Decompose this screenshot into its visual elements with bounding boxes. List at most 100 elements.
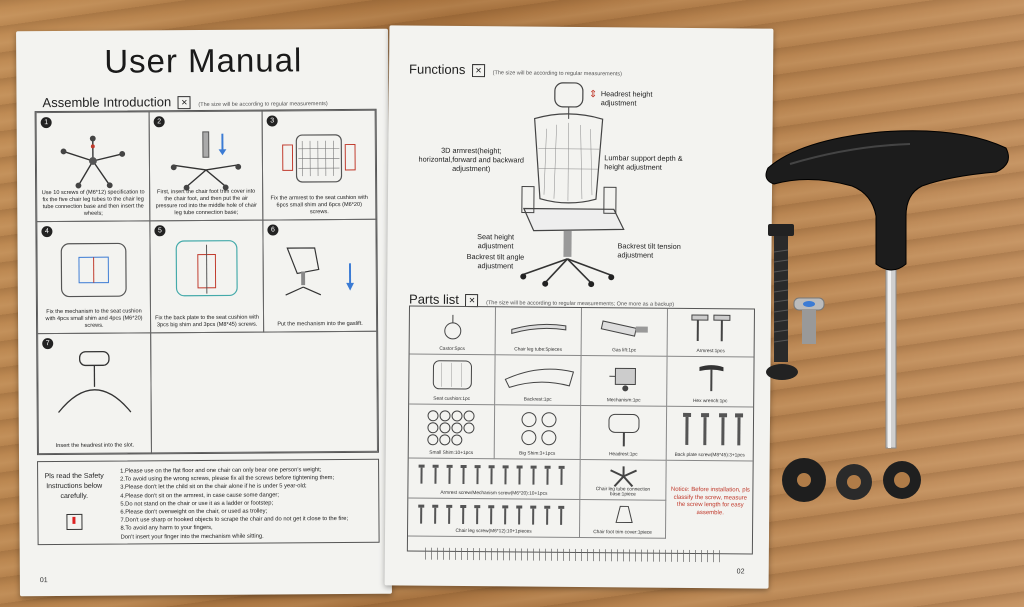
long-bolt	[766, 224, 798, 380]
lumbar-label: Lumbar support depth & height adjustment	[604, 153, 683, 172]
part-label: Castor:5pcs	[439, 346, 465, 353]
small-shim-icon	[427, 410, 475, 446]
functions-title-text: Functions	[409, 61, 466, 77]
armrest-label: 3D armrest(height; horizontal,forward an…	[418, 145, 525, 174]
backrest-icon	[504, 368, 575, 389]
seat-cushion-icon	[432, 360, 472, 390]
chair-gaslift-illustration	[285, 247, 355, 296]
step-caption: Insert the headrest into the slot.	[55, 442, 135, 450]
assemble-section-title: Assemble Introduction ✕ (The size will b…	[42, 93, 327, 110]
part-cell: Chair leg tube connection base:1piece	[580, 460, 667, 501]
big-shim-icon	[521, 412, 557, 446]
empty-cell	[150, 330, 378, 454]
manual-page-left: User Manual Assemble Introduction ✕ (The…	[16, 28, 392, 597]
part-cell: Headrest:1pc	[580, 406, 668, 461]
part-label: Hex wrench:1pc	[692, 398, 728, 405]
assembly-step: 1 Use 10 screws of (M6*12) specification…	[35, 111, 151, 223]
part-label: Chair leg screw(M6*12):10+1pieces	[455, 528, 532, 535]
assembly-step: 4 Fix the mechanism to the seat cushion …	[36, 220, 152, 335]
page-number-right: 02	[736, 568, 745, 576]
headrest-part-icon	[608, 413, 640, 447]
assembly-step: 7 Insert the headrest into the slot.	[37, 332, 152, 455]
part-cell: Gas lift:1pc	[581, 308, 668, 357]
step-caption: First, insert the chair foot trim cover …	[155, 188, 257, 217]
part-label: Headrest:1pc	[608, 452, 638, 458]
part-cell: Armrest:1pcs	[667, 308, 754, 358]
assembly-step: 5 Fix the back plate to the seat cushion…	[149, 219, 265, 334]
assemble-note: (The size will be according to regular m…	[198, 101, 328, 109]
assembly-step: 2 First, insert the chair foot trim cove…	[148, 110, 264, 222]
gas-lift-icon	[600, 320, 648, 337]
step-caption: Use 10 screws of (M6*12) specification t…	[41, 189, 145, 217]
part-label: Armrest screw/Mechanism screw(M6*20):10+…	[440, 490, 548, 497]
headrest-illustration	[58, 350, 132, 413]
t-handle-hex-wrench	[765, 130, 1009, 449]
assemble-title-text: Assemble Introduction	[42, 94, 172, 111]
parts-list-grid: Castor:5pcs Chair leg tube:5pieces Gas l…	[406, 305, 755, 555]
part-label: Small Shim:10+1pcs	[429, 450, 474, 457]
castor-icon	[444, 314, 462, 340]
headrest-arrow-icon: ⇕	[588, 89, 598, 101]
assembly-step: 3 Fix the armrest to the seat cushion wi…	[261, 109, 377, 221]
part-label: Chair leg tube connection base:1piece	[595, 487, 651, 498]
manual-page-right: Functions ✕ (The size will be according …	[384, 25, 774, 589]
part-cell: Hex wrench:1pc	[667, 356, 754, 408]
part-label: Big Shim:3+1pcs	[519, 451, 556, 457]
armrest-screw-icon	[418, 464, 565, 485]
mechanism-icon	[609, 367, 636, 392]
safety-text: 1.Please use on the flat floor and one c…	[120, 466, 373, 542]
gaslift-illustration	[170, 131, 242, 191]
seat-armrest-illustration	[282, 134, 356, 183]
seat-height-label: Seat height adjustment	[477, 232, 515, 251]
part-cell: Chair foot trim cover:1piece	[579, 500, 667, 539]
chair-leg-screw-icon	[418, 504, 565, 525]
leg-tube-icon	[511, 323, 567, 335]
part-cell: Castor:5pcs	[409, 306, 496, 356]
headrest-label: Headrest height adjustment	[600, 89, 653, 108]
backrest-tension-label: Backrest tilt tension adjustment	[617, 241, 681, 260]
assembly-step: 6 Put the mechanism into the gaslift.	[262, 218, 378, 333]
part-cell: Mechanism:1pc	[581, 356, 668, 407]
part-label: Chair foot trim cover:1piece	[593, 530, 652, 536]
measuring-ruler	[424, 547, 725, 563]
part-cell: Chair leg tube:5pieces	[495, 307, 582, 357]
notice-text: Notice: Before installation, pls classif…	[670, 486, 750, 516]
part-label: Chair leg tube:5pieces	[514, 347, 563, 353]
part-cell: Small Shim:10+1pcs	[408, 404, 496, 460]
warning-icon	[66, 513, 83, 530]
assembly-steps-grid: 1 Use 10 screws of (M6*12) specification…	[34, 108, 379, 456]
page-number-left: 01	[39, 577, 48, 585]
office-chair-illustration	[520, 82, 625, 288]
safety-instructions-box: Pls read the Safety Instructions below c…	[37, 458, 380, 546]
short-bolt	[793, 297, 825, 344]
scale-icon: ✕	[177, 96, 191, 110]
part-label: Back plate screw(M8*45):3+1pcs	[674, 452, 745, 459]
scale-icon: ✕	[472, 64, 486, 78]
safety-line: Don't insert your finger into the mechan…	[120, 533, 264, 541]
foot-trim-cover-icon	[615, 505, 633, 523]
chair-base-illustration	[60, 135, 126, 189]
part-label: Seat cushion:1pc	[433, 396, 471, 403]
functions-note: (The size will be according to regular m…	[492, 70, 622, 78]
part-label: Armrest:1pcs	[696, 349, 725, 355]
step-caption: Fix the mechanism to the seat cushion wi…	[45, 308, 143, 329]
mechanism-seat-illustration	[60, 242, 127, 298]
step-caption: Fix the back plate to the seat cushion w…	[155, 314, 259, 329]
part-label: Mechanism:1pc	[606, 398, 641, 404]
part-label: Gas lift:1pc	[612, 348, 637, 354]
part-cell: Back plate screw(M8*45):3+1pcs	[666, 406, 754, 462]
backplate-illustration	[175, 240, 238, 297]
backrest-angle-label: Backrest tilt angle adjustment	[466, 252, 525, 271]
part-cell: Backrest:1pc	[495, 355, 582, 407]
safety-label: Pls read the Safety Instructions below c…	[44, 472, 104, 501]
armrest-icon	[691, 314, 731, 342]
hex-wrench-icon	[699, 365, 724, 392]
step-caption: Put the mechanism into the gaslift.	[277, 320, 363, 328]
manual-title: User Manual	[104, 41, 303, 80]
connection-base-icon	[610, 466, 637, 488]
functions-section-title: Functions ✕ (The size will be according …	[409, 62, 622, 79]
part-cell: Chair leg screw(M6*12):10+1pieces	[407, 498, 581, 539]
step-caption: Fix the armrest to the seat cushion with…	[270, 194, 368, 216]
back-plate-screw-icon	[683, 412, 744, 446]
part-cell: Seat cushion:1pc	[409, 354, 496, 406]
